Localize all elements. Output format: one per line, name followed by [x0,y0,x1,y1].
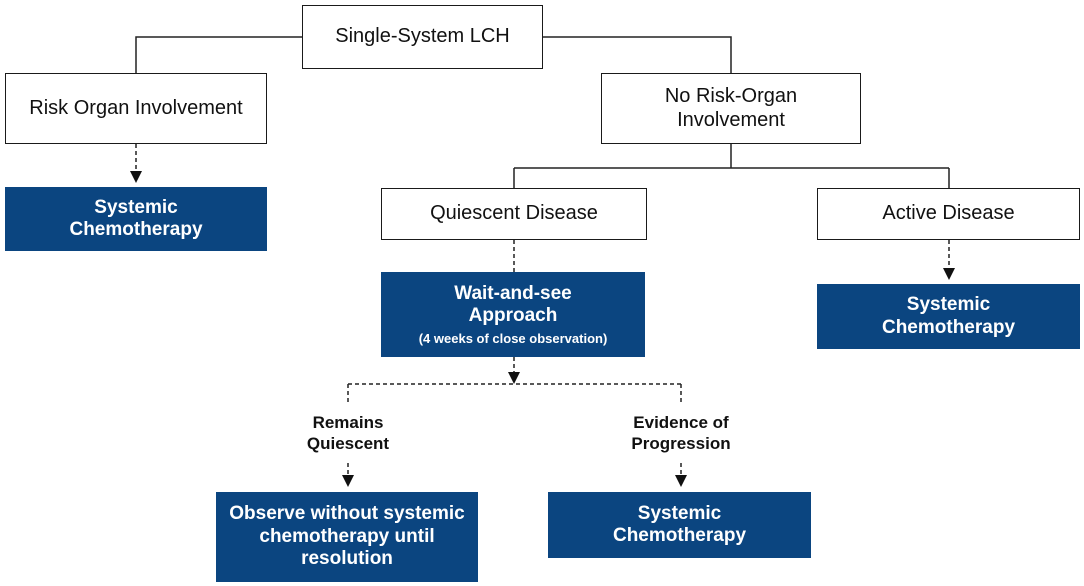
risk-organ-label: Risk Organ Involvement [29,96,243,119]
active-disease-label: Active Disease [882,202,1015,225]
connector-root-norisk [543,36,732,73]
systemic-chemotherapy-active-node: Systemic Chemotherapy [817,284,1080,349]
observe-label: Observe without systemic chemotherapy un… [229,503,465,570]
systemic-chemotherapy-risk-node: Systemic Chemotherapy [5,187,267,251]
arrowhead-progression [675,475,687,487]
arrowhead-remains [342,475,354,487]
connector-wait-split [347,383,682,402]
observe-node: Observe without systemic chemotherapy un… [216,492,478,582]
systemic-chemotherapy-active-label: Systemic Chemotherapy [881,294,1016,338]
arrowhead-active-chemo [943,268,955,280]
no-risk-organ-node: No Risk-Organ Involvement [601,73,861,144]
no-risk-organ-label: No Risk-Organ Involvement [664,84,798,131]
wait-and-see-node: Wait-and-see Approach (4 weeks of close … [381,272,645,357]
connector-norisk-split [513,144,950,188]
risk-organ-node: Risk Organ Involvement [5,73,267,144]
connector-root-risk [135,36,302,73]
arrowhead-risk-chemo [130,171,142,183]
root-node: Single-System LCH [302,5,543,69]
systemic-chemotherapy-risk-label: Systemic Chemotherapy [69,196,203,240]
arrowhead-wait [508,372,520,384]
systemic-chemotherapy-progression-node: Systemic Chemotherapy [548,492,811,558]
systemic-chemotherapy-progression-label: Systemic Chemotherapy [612,502,747,546]
quiescent-disease-node: Quiescent Disease [381,188,647,240]
remains-quiescent-label: Remains Quiescent [306,413,390,453]
wait-and-see-title: Wait-and-see Approach [454,282,572,327]
active-disease-node: Active Disease [817,188,1080,240]
quiescent-disease-label: Quiescent Disease [430,202,598,225]
root-node-label: Single-System LCH [335,25,510,48]
wait-and-see-subtitle: (4 weeks of close observation) [418,330,608,346]
evidence-of-progression-label: Evidence of Progression [631,413,731,453]
